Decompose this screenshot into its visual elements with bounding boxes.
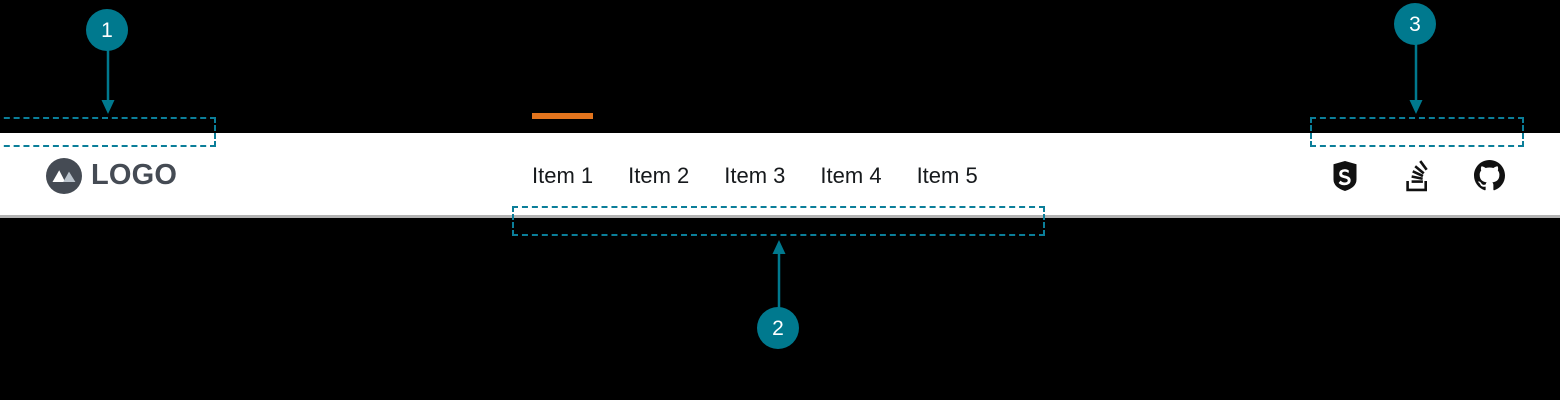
brand-logo-link[interactable]: LOGO (46, 133, 177, 218)
nav-item-2-label: Item 2 (628, 162, 690, 188)
social-links (1329, 133, 1505, 218)
sourcerer-s-icon (1333, 160, 1357, 191)
brand-logo-text: LOGO (91, 159, 178, 191)
sourcerer-s-icon-link[interactable] (1329, 160, 1361, 192)
annotation-badge-3: 3 (1394, 3, 1436, 45)
nav-item-2[interactable]: Item 2 (628, 162, 690, 188)
annotation-badge-2: 2 (757, 307, 799, 349)
site-header: LOGO Item 1 Item 2 Item 3 Item 4 Item 5 (0, 112, 1560, 218)
nav-item-5-label: Item 5 (916, 162, 978, 188)
github-icon-link[interactable] (1473, 160, 1505, 192)
annotation-arrow-3 (1409, 42, 1423, 114)
stack-overflow-icon (1406, 159, 1428, 191)
github-icon (1473, 160, 1505, 191)
primary-nav: Item 1 Item 2 Item 3 Item 4 Item 5 (532, 112, 978, 218)
annotation-badge-1: 1 (86, 9, 128, 51)
nav-item-4[interactable]: Item 4 (820, 162, 882, 188)
annotation-arrow-1 (101, 48, 115, 114)
nav-item-4-label: Item 4 (820, 162, 882, 188)
nav-item-1-label: Item 1 (532, 162, 594, 188)
stack-overflow-icon-link[interactable] (1401, 159, 1433, 192)
nav-item-3-label: Item 3 (724, 162, 786, 188)
nav-item-3[interactable]: Item 3 (724, 162, 786, 188)
nav-item-1[interactable]: Item 1 (532, 112, 594, 188)
nav-active-marker (532, 112, 594, 119)
nav-item-5[interactable]: Item 5 (916, 162, 978, 188)
annotation-arrow-2 (772, 240, 786, 310)
mountain-logo-icon (46, 157, 82, 194)
